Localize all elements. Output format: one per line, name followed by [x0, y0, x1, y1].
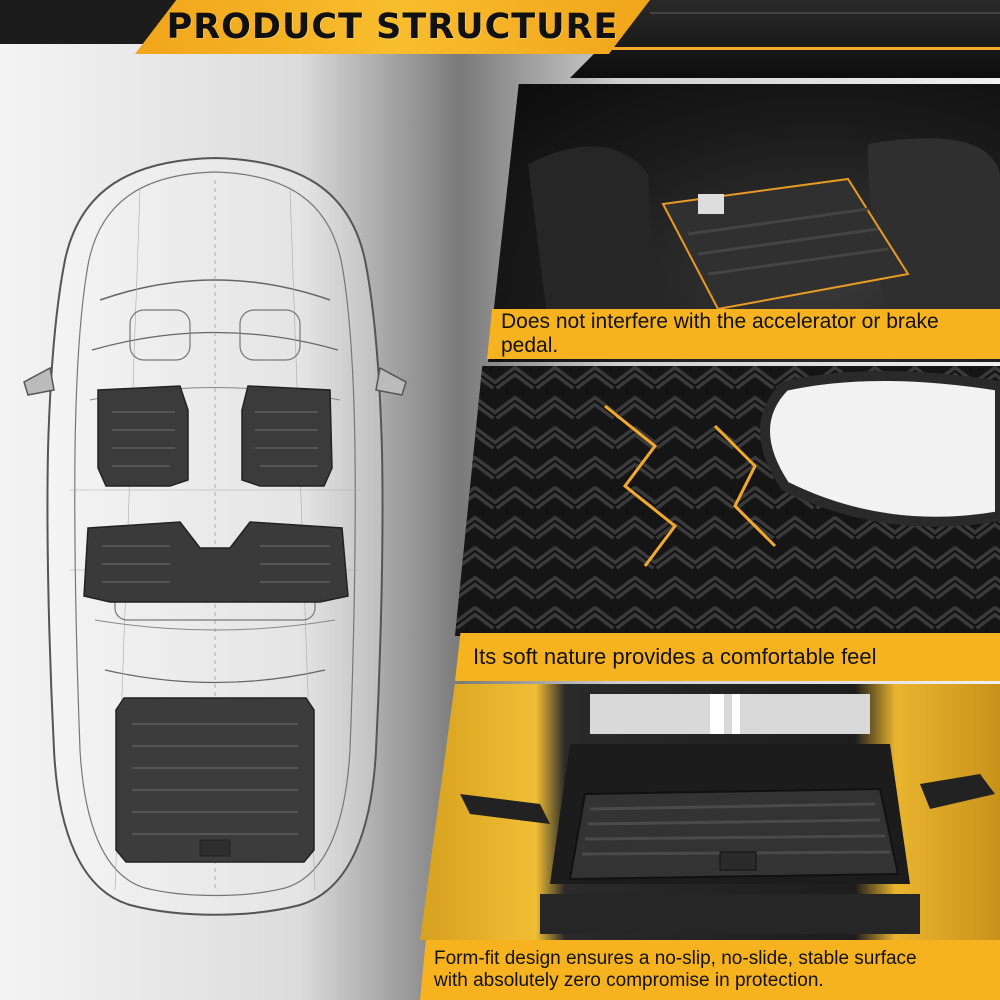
trunk-scene-icon — [460, 694, 995, 934]
caption-soft-feel: Its soft nature provides a comfortable f… — [455, 633, 1000, 681]
header-divider-line — [650, 12, 1000, 14]
panel-trunk-photo — [420, 684, 1000, 940]
header-banner: PRODUCT STRUCTURE — [135, 0, 650, 54]
caption-text-line-2: with absolutely zero compromise in prote… — [434, 970, 824, 991]
caption-form-fit: Form-fit design ensures a no-slip, no-sl… — [420, 940, 1000, 1000]
caption-pedal-clearance: Does not interfere with the accelerator … — [487, 309, 1000, 359]
footwell-scene-icon — [528, 138, 1000, 324]
page-title: PRODUCT STRUCTURE — [166, 7, 619, 47]
texture-pattern-icon — [455, 366, 1000, 636]
caption-text-line-1: Form-fit design ensures a no-slip, no-sl… — [434, 948, 917, 969]
caption-text: Its soft nature provides a comfortable f… — [473, 644, 877, 669]
car-wireframe-icon — [23, 156, 407, 916]
caption-text: Does not interfere with the accelerator … — [501, 310, 939, 357]
car-wireframe-illustration — [20, 150, 410, 920]
panel-texture-photo — [455, 366, 1000, 636]
header-accent-line — [610, 47, 1000, 50]
